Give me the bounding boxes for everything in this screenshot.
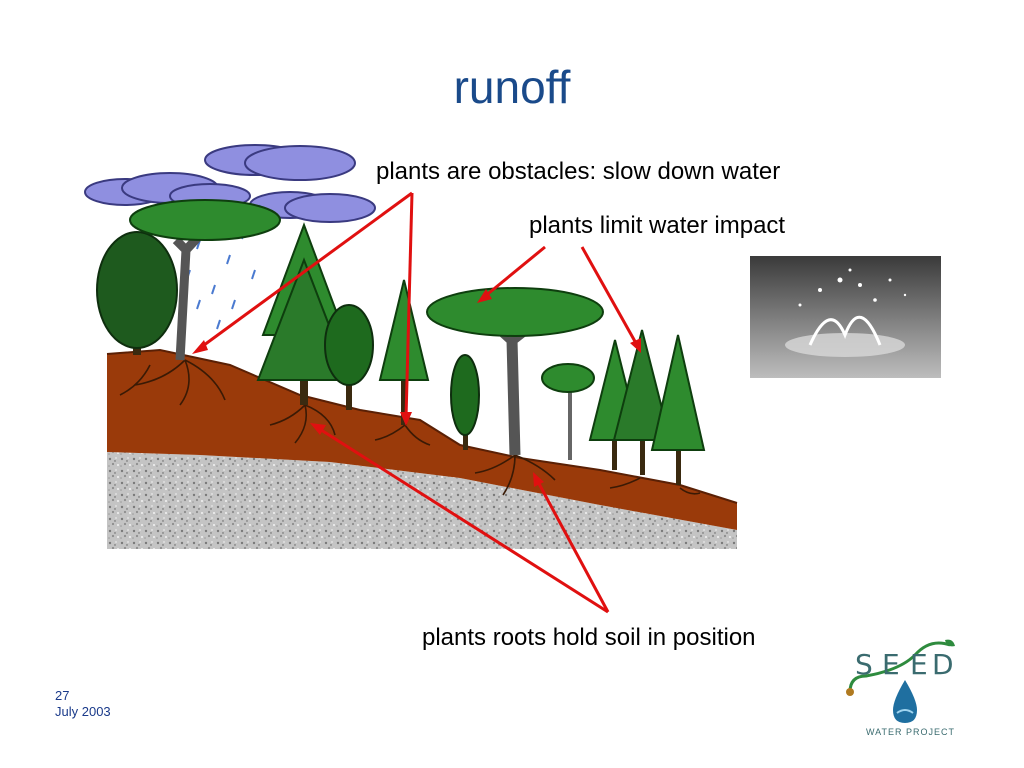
tree-acacia-left: [129, 199, 281, 361]
arrow-obstacles-left: [192, 191, 413, 354]
tree-conifer-dark: [96, 231, 178, 355]
tree-round-small: [541, 363, 595, 460]
logo-subtitle: WATER PROJECT: [866, 727, 955, 737]
tree-fir-middle: [378, 279, 430, 425]
tree-acacia-center: [426, 287, 604, 456]
water-splash-photo: [750, 256, 941, 378]
arrow-obstacles-down: [400, 192, 414, 426]
arrow-roots-right: [533, 472, 610, 613]
trees: [96, 199, 706, 485]
annotation-arrows: [192, 191, 641, 614]
slide-title: runoff: [453, 61, 571, 113]
arrow-impact-left: [477, 245, 546, 303]
footer-date: July 2003: [55, 704, 111, 719]
arrow-roots-left: [310, 423, 609, 614]
roots: [119, 359, 701, 496]
tree-cypress: [450, 354, 480, 450]
label-obstacles: plants are obstacles: slow down water: [376, 158, 781, 185]
soil-layer: [106, 348, 738, 530]
logo-letter-s: S: [855, 648, 873, 681]
seed-logo: S E E D WATER PROJECT: [846, 639, 955, 737]
label-roots: plants roots hold soil in position: [422, 624, 756, 651]
page-number: 27: [55, 688, 70, 703]
logo-letter-e2: E: [910, 648, 928, 681]
tree-fir-group-right: [588, 329, 706, 485]
logo-letter-d: D: [932, 648, 954, 681]
tree-conifer-small: [324, 304, 374, 410]
label-impact: plants limit water impact: [529, 212, 786, 239]
logo-letter-e1: E: [882, 648, 900, 681]
rain-clouds: [84, 144, 376, 223]
arrow-impact-right: [580, 246, 641, 353]
gravel-layer: [107, 452, 737, 549]
water-drop-icon: [893, 680, 917, 723]
